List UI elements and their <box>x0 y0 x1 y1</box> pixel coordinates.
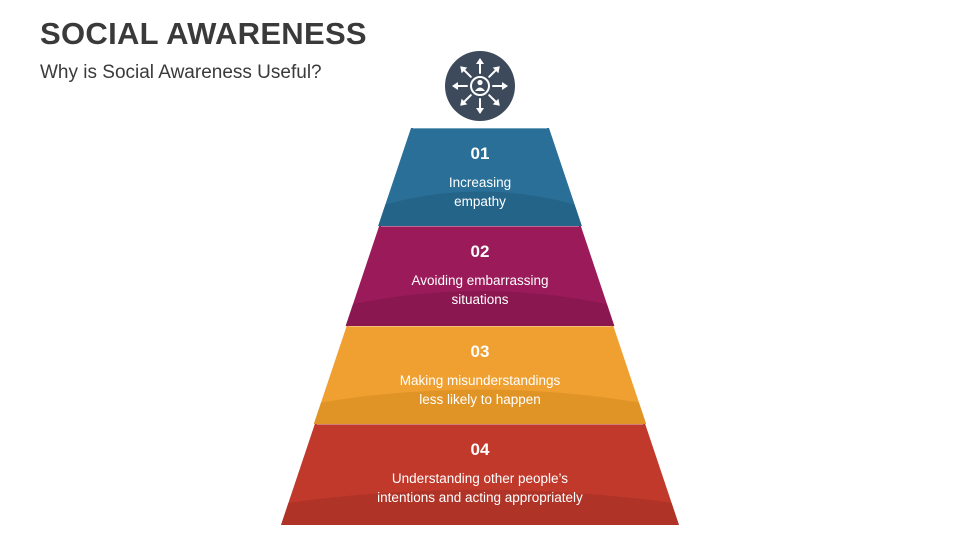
people-network-icon <box>444 50 516 122</box>
slide-title: SOCIAL AWARENESS <box>40 16 367 51</box>
pyramid-tier-shade <box>281 489 679 525</box>
pyramid-tier-shade <box>345 291 615 326</box>
tier-number: 03 <box>470 342 490 361</box>
pyramid-tier-shade <box>378 191 582 226</box>
slide-subtitle: Why is Social Awareness Useful? <box>40 62 322 83</box>
tier-number: 01 <box>470 144 490 163</box>
pyramid-tier-shade <box>313 389 647 424</box>
tier-number: 04 <box>470 440 490 459</box>
tier-number: 02 <box>470 242 490 261</box>
